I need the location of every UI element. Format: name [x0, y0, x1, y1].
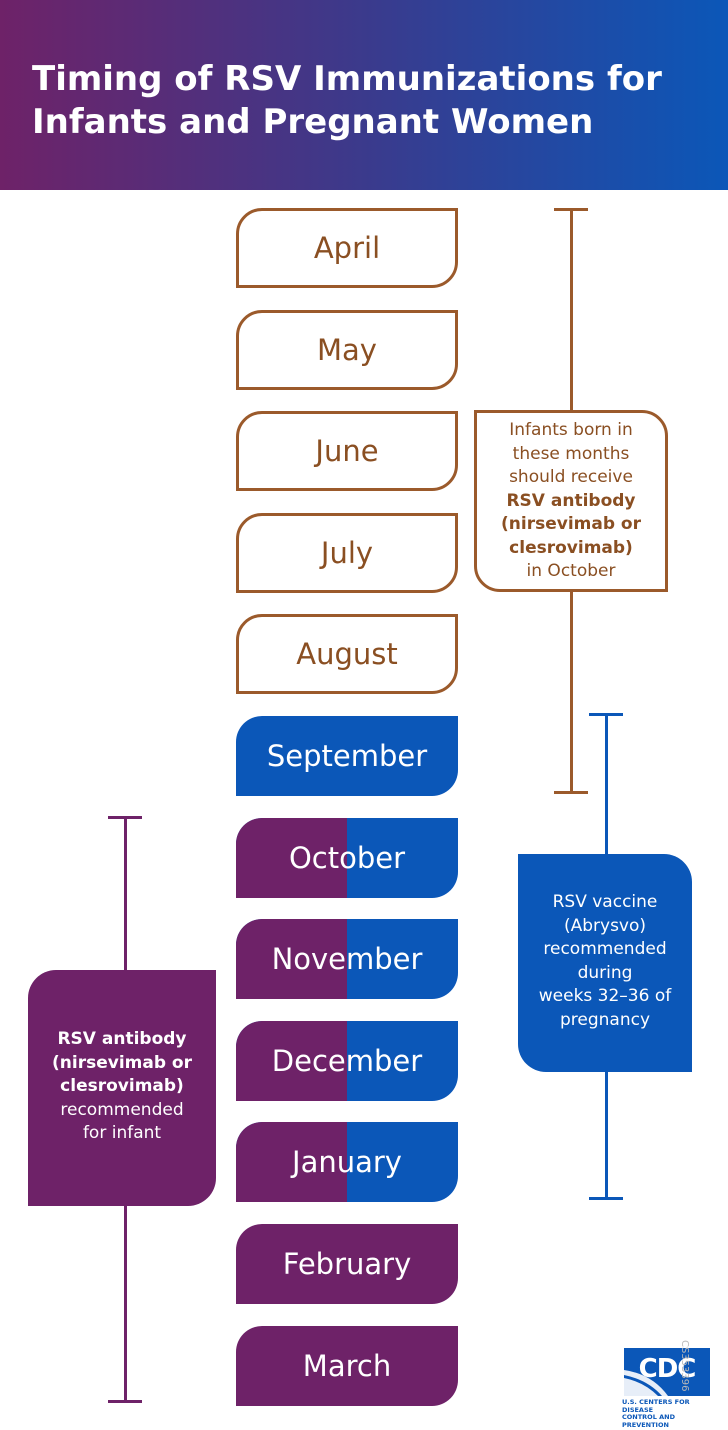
month-march: March: [236, 1326, 458, 1406]
logo-text: CDC: [638, 1354, 697, 1384]
month-label: May: [317, 333, 377, 367]
month-october: October: [236, 818, 458, 898]
note-text: recommended: [543, 939, 667, 959]
month-label: October: [288, 841, 406, 875]
month-label: November: [271, 942, 423, 976]
logo-caption: U.S. Centers for Disease Control and Pre…: [622, 1398, 716, 1429]
month-february: February: [236, 1224, 458, 1304]
note-text: for infant: [82, 1123, 162, 1143]
infants-born-note: Infants born in these months should rece…: [474, 410, 668, 592]
month-december: December: [236, 1021, 458, 1101]
vaccine-note: RSV vaccine (Abrysvo) recommended during…: [518, 854, 692, 1072]
note-text: recommended: [60, 1099, 184, 1120]
logo-caption-line: U.S. Centers for Disease: [622, 1398, 690, 1414]
note-text: RSV vaccine: [552, 892, 658, 912]
logo-caption-line: Control and Prevention: [622, 1413, 675, 1429]
note-text: Infants born in: [509, 420, 633, 440]
note-text: should receive: [509, 467, 633, 487]
blue-bracket-bottom-cap: [589, 1197, 623, 1200]
month-september: September: [236, 716, 458, 796]
antibody-note: RSV antibody (nirsevimab or clesrovimab)…: [28, 970, 216, 1206]
note-bold-text: clesrovimab): [509, 537, 633, 558]
month-august: August: [236, 614, 458, 694]
note-bold-text: (nirsevimab or: [52, 1052, 192, 1073]
note-bold-text: RSV antibody: [57, 1029, 187, 1049]
note-text: these months: [512, 443, 630, 464]
logo-swoosh-icon: [624, 1370, 668, 1396]
month-label: April: [313, 231, 381, 265]
month-label: July: [320, 536, 374, 570]
month-label: June: [315, 434, 379, 468]
note-text: pregnancy: [559, 1009, 651, 1030]
month-june: June: [236, 411, 458, 491]
month-april: April: [236, 208, 458, 288]
month-label: March: [302, 1349, 392, 1383]
month-november: November: [236, 919, 458, 999]
month-label: December: [271, 1044, 423, 1078]
note-text: in October: [526, 561, 616, 581]
month-label: September: [266, 739, 428, 773]
page-title: Timing of RSV Immunizations for Infants …: [32, 59, 662, 142]
month-january: January: [236, 1122, 458, 1202]
cdc-logo: CDC: [624, 1348, 710, 1396]
month-label: February: [282, 1247, 412, 1281]
note-text: (Abrysvo): [563, 915, 647, 936]
note-bold-text: (nirsevimab or: [501, 514, 641, 534]
month-label: January: [292, 1145, 402, 1179]
note-bold-text: RSV antibody: [506, 490, 636, 511]
month-label: August: [296, 637, 398, 671]
purple-bracket-bottom-cap: [108, 1400, 142, 1403]
note-bold-text: clesrovimab): [60, 1076, 184, 1096]
brown-bracket-bottom-cap: [554, 791, 588, 794]
header-banner: Timing of RSV Immunizations for Infants …: [0, 0, 728, 190]
month-july: July: [236, 513, 458, 593]
note-text: weeks 32–36 of: [538, 986, 672, 1006]
note-text: during: [577, 962, 633, 983]
document-code: CS353396: [679, 1340, 690, 1392]
month-may: May: [236, 310, 458, 390]
